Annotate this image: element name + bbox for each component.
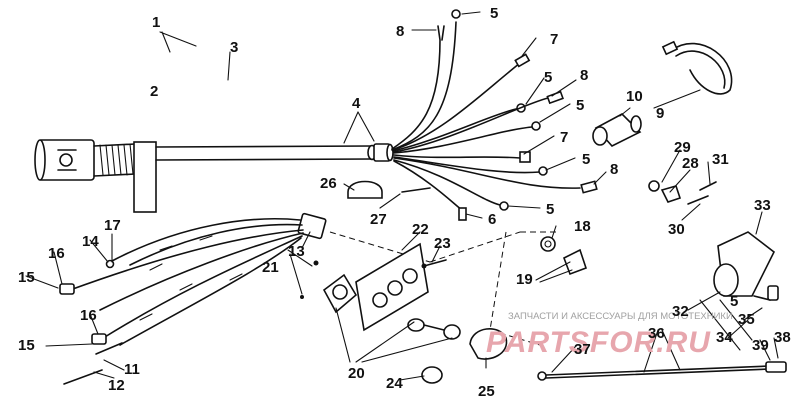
- callout-label: 29: [674, 139, 691, 156]
- nut: [648, 180, 660, 192]
- ignition-switch: [300, 260, 358, 314]
- callout-label: 34: [716, 329, 733, 346]
- callout-label: 17: [104, 217, 121, 234]
- connector-plug: [592, 113, 642, 147]
- callout-label: 23: [434, 235, 451, 252]
- callout-label: 13: [288, 243, 305, 260]
- callout-label: 7: [550, 31, 558, 48]
- callout-label: 36: [648, 325, 665, 342]
- connection-dashes: [329, 231, 560, 263]
- grommet: [540, 236, 556, 252]
- callout-label: 30: [668, 221, 685, 238]
- callout-label: 21: [262, 259, 279, 276]
- callout-label: 15: [18, 269, 35, 286]
- callout-label: 20: [348, 365, 365, 382]
- callout-label: 10: [626, 88, 643, 105]
- callout-label: 19: [516, 271, 533, 288]
- callout-label: 25: [478, 383, 495, 400]
- callout-label: 16: [80, 307, 97, 324]
- callout-label: 3: [230, 39, 238, 56]
- screw: [423, 259, 447, 267]
- callout-label: 5: [544, 69, 552, 86]
- callout-label: 5: [730, 293, 738, 310]
- callout-label: 22: [412, 221, 429, 238]
- terminal: [562, 248, 588, 276]
- callout-label: 5: [490, 5, 498, 22]
- boot-cap: [469, 328, 508, 360]
- callout-label: 6: [488, 211, 496, 228]
- cable-strap: [661, 40, 733, 95]
- callout-label: 28: [682, 155, 699, 172]
- callout-label: 2: [150, 83, 158, 100]
- callout-label: 27: [370, 211, 387, 228]
- callout-label: 32: [672, 303, 689, 320]
- callout-label: 12: [108, 377, 125, 394]
- key: [407, 318, 461, 340]
- callout-label: 1: [152, 14, 160, 31]
- leader-lines: [25, 11, 779, 381]
- callout-label: 31: [712, 151, 729, 168]
- cable-clip: [421, 366, 443, 384]
- solenoid: [713, 231, 779, 301]
- callout-label: 5: [576, 97, 584, 114]
- clamp: [347, 180, 383, 199]
- callout-numbers: 1 2 3 4 5 5 5 5 5 5 6 7 7 8 8 8 9 10 11 …: [18, 5, 791, 400]
- bracket: [660, 185, 682, 203]
- callout-label: 8: [396, 23, 404, 40]
- callout-label: 5: [582, 151, 590, 168]
- callout-label: 16: [48, 245, 65, 262]
- callout-label: 35: [738, 311, 755, 328]
- callout-label: 37: [574, 341, 591, 358]
- watermark-caption: ЗАПЧАСТИ И АКСЕССУАРЫ ДЛЯ МОТОТЕХНИКИ: [508, 311, 733, 322]
- callout-label: 38: [774, 329, 791, 346]
- callout-label: 15: [18, 337, 35, 354]
- battery-lead: [537, 361, 787, 381]
- callout-label: 33: [754, 197, 771, 214]
- callout-label: 8: [610, 161, 618, 178]
- callout-label: 4: [352, 95, 361, 112]
- callout-label: 18: [574, 218, 591, 235]
- callout-label: 7: [560, 129, 568, 146]
- callout-label: 14: [82, 233, 99, 250]
- callout-label: 11: [124, 361, 140, 378]
- main-harness: [34, 9, 598, 221]
- callout-label: 8: [580, 67, 588, 84]
- callout-label: 9: [656, 105, 664, 122]
- switch-panel: [355, 242, 429, 332]
- callout-label: 26: [320, 175, 337, 192]
- sub-harness: [59, 212, 327, 385]
- callout-label: 5: [546, 201, 554, 218]
- callout-label: 24: [386, 375, 403, 392]
- watermark-brand: PARTSFOR.RU: [486, 326, 711, 359]
- callout-label: 39: [752, 337, 769, 354]
